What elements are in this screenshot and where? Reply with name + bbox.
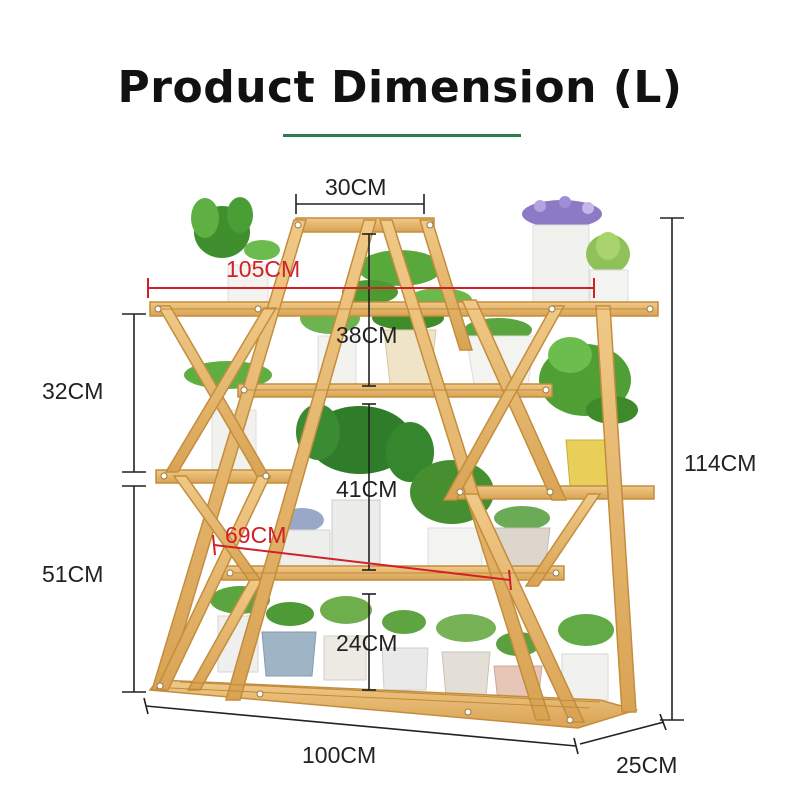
dim-shelf-width: 69CM bbox=[225, 522, 287, 548]
dim-total-width: 105CM bbox=[226, 256, 301, 282]
plant-monstera bbox=[296, 404, 434, 571]
bolts bbox=[154, 221, 654, 724]
dimension-lines bbox=[122, 194, 684, 755]
wood-frame bbox=[148, 217, 659, 729]
dim-tier-gap-mid: 41CM bbox=[336, 476, 398, 502]
dim-left-lower-height: 51CM bbox=[42, 561, 104, 587]
dim-tier-gap-top: 38CM bbox=[336, 322, 398, 348]
dim-tier-gap-bottom: 24CM bbox=[336, 630, 398, 656]
plant-tier3-far-right bbox=[493, 506, 551, 577]
dim-depth: 25CM bbox=[616, 752, 678, 778]
base-shelf bbox=[148, 679, 639, 729]
dim-top-width: 30CM bbox=[325, 174, 387, 200]
dim-base-length: 100CM bbox=[302, 742, 377, 768]
dim-total-height: 114CM bbox=[684, 450, 757, 476]
title-underline bbox=[283, 134, 521, 137]
dim-left-upper-height: 32CM bbox=[42, 378, 104, 404]
shelf-slats bbox=[160, 308, 650, 709]
plant-top-left bbox=[191, 197, 280, 304]
plant-right-tall bbox=[539, 337, 638, 487]
page-title: Product Dimension (L) bbox=[117, 62, 683, 113]
dimension-lines-red bbox=[147, 278, 595, 591]
plant-top-right-succulent bbox=[586, 232, 630, 303]
